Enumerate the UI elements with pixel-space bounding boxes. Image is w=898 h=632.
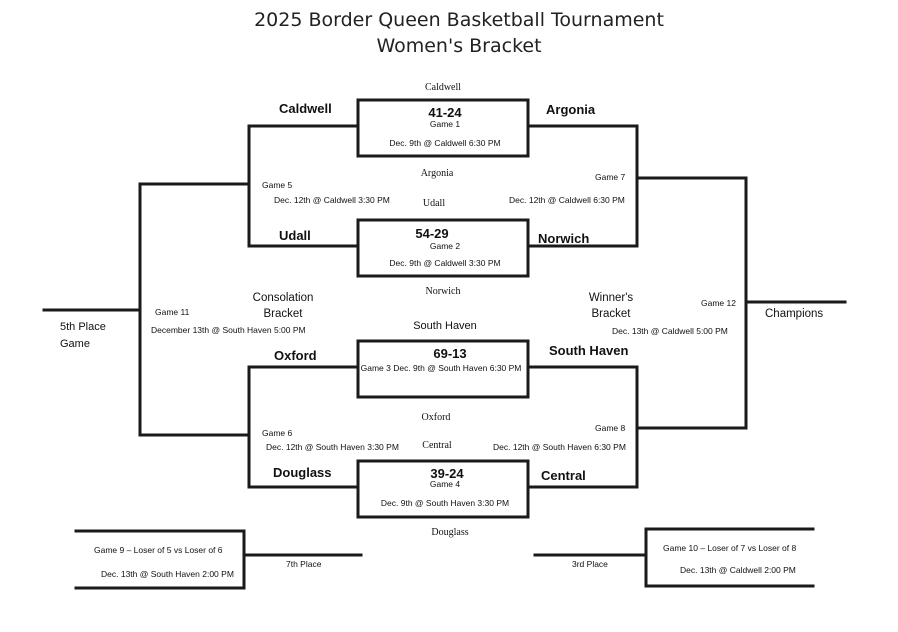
champions-label: Champions <box>765 308 824 320</box>
consolation-bracket-label: Consolation Bracket <box>253 290 314 322</box>
game7-name: Game 7 <box>595 172 626 182</box>
game2-score: 54-29 <box>415 226 449 241</box>
game1-name: Game 1 <box>429 119 461 129</box>
game1-top-label: Caldwell <box>424 82 462 93</box>
game6-schedule: Dec. 12th @ South Haven 3:30 PM <box>266 442 399 452</box>
consolation-line2: Bracket <box>263 308 303 321</box>
game9-title: Game 9 – Loser of 5 vs Loser of 6 <box>94 545 223 555</box>
game10-schedule: Dec. 13th @ Caldwell 2:00 PM <box>680 565 796 575</box>
game2-team-left: Udall <box>279 228 311 243</box>
fifth-place-line2: Game <box>60 338 90 351</box>
game3-name-schedule: Game 3 Dec. 9th @ South Haven 6:30 PM <box>360 363 522 373</box>
game8-schedule: Dec. 12th @ South Haven 6:30 PM <box>493 442 626 452</box>
third-place-label: 3rd Place <box>572 559 608 569</box>
game11-schedule: December 13th @ South Haven 5:00 PM <box>151 325 306 335</box>
winners-bracket-label: Winner's Bracket <box>589 290 633 322</box>
game3-top-label: South Haven <box>413 320 477 332</box>
game5-name: Game 5 <box>262 180 293 190</box>
game5-bracket <box>247 124 360 248</box>
game2-schedule: Dec. 9th @ Caldwell 3:30 PM <box>389 258 501 268</box>
game7-schedule: Dec. 12th @ Caldwell 6:30 PM <box>509 195 625 205</box>
game10-title: Game 10 – Loser of 7 vs Loser of 8 <box>663 543 797 553</box>
title-line2: Women's Bracket <box>376 35 542 57</box>
game5-schedule: Dec. 12th @ Caldwell 3:30 PM <box>274 195 390 205</box>
game3-team-left: Oxford <box>274 348 317 363</box>
game4-team-right: Central <box>541 468 586 483</box>
game4-bottom-label: Douglass <box>431 527 469 538</box>
game8-name: Game 8 <box>595 423 626 433</box>
game10-bracket <box>644 527 815 588</box>
game4-top-label: Central <box>422 440 452 451</box>
game3-bottom-label: Oxford <box>421 412 451 423</box>
game2-box <box>356 218 530 278</box>
game4-team-left: Douglass <box>273 465 332 480</box>
game11-name: Game 11 <box>155 307 190 317</box>
game1-box <box>356 98 530 158</box>
game1-team-left: Caldwell <box>279 101 332 116</box>
winners-line1: Winner's <box>588 292 634 304</box>
game2-top-label: Udall <box>422 198 446 209</box>
game9-bracket <box>74 529 246 590</box>
fifth-place-label: 5th Place Game <box>60 319 106 353</box>
game9-schedule: Dec. 13th @ South Haven 2:00 PM <box>101 569 234 579</box>
game3-team-right: South Haven <box>549 343 629 358</box>
game4-box <box>356 459 530 519</box>
game1-schedule: Dec. 9th @ Caldwell 6:30 PM <box>389 138 501 148</box>
game7-bracket <box>526 124 639 248</box>
game1-score: 41-24 <box>428 105 462 120</box>
title-line1: 2025 Border Queen Basketball Tournament <box>254 9 664 31</box>
game1-bottom-label: Argonia <box>420 168 454 179</box>
game6-name: Game 6 <box>262 428 293 438</box>
game4-name: Game 4 <box>429 479 461 489</box>
fifth-place-line1: 5th Place <box>60 321 106 333</box>
game4-schedule: Dec. 9th @ South Haven 3:30 PM <box>380 498 510 508</box>
game1-team-right: Argonia <box>546 102 596 117</box>
game3-score: 69-13 <box>433 346 467 361</box>
seventh-place-label: 7th Place <box>286 559 322 569</box>
game2-team-right: Norwich <box>538 231 590 246</box>
game4-score: 39-24 <box>430 466 464 481</box>
consolation-line1: Consolation <box>252 292 314 304</box>
game2-bottom-label: Norwich <box>425 286 461 297</box>
game3-box <box>356 339 530 399</box>
game2-name: Game 2 <box>429 241 461 251</box>
winners-line2: Bracket <box>591 308 631 321</box>
game12-schedule: Dec. 13th @ Caldwell 5:00 PM <box>612 326 728 336</box>
game6-bracket <box>247 365 360 489</box>
game12-name: Game 12 <box>701 298 736 308</box>
